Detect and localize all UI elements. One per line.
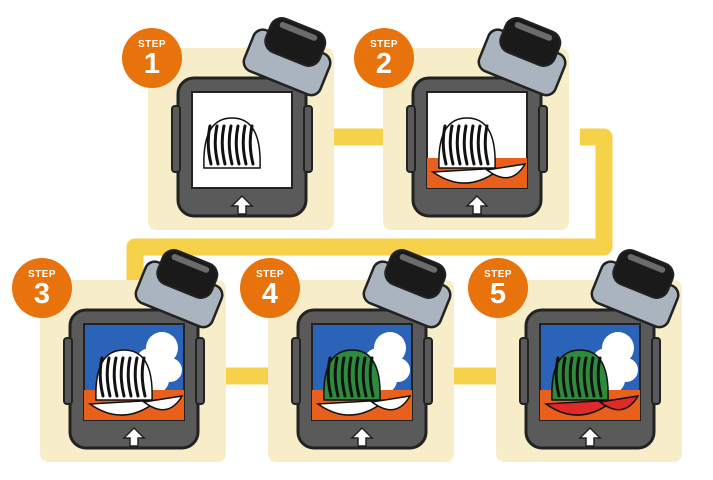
- step-5-right-grip: [651, 337, 661, 405]
- step-5-watermelon-stripe: [568, 356, 575, 398]
- step-2-watermelon-stripe: [469, 124, 476, 166]
- step-4-watermelon-stripe: [340, 356, 347, 398]
- step-3-camera: [134, 249, 224, 329]
- step-5-watermelon-stripe: [575, 356, 582, 398]
- step-3-watermelon-stripe: [119, 356, 126, 398]
- step-4-slice: [370, 395, 412, 411]
- step-5-camera-lens: [612, 249, 675, 299]
- step-4-watermelon-stripe: [347, 356, 354, 398]
- step-1-word: STEP: [137, 39, 167, 50]
- step-5-arrow-icon: [578, 426, 602, 447]
- step-3-watermelon: [95, 349, 153, 401]
- step-4-panel: [268, 249, 454, 462]
- step-1-watermelon-stripe: [248, 124, 255, 166]
- step-4-watermelon-stripe: [368, 356, 375, 398]
- step-4-watermelon-stripe: [333, 356, 340, 398]
- step-5-camera-highlight: [627, 254, 666, 273]
- step-4-camera-highlight: [399, 254, 438, 273]
- step-5-badge: STEP 5: [468, 258, 528, 318]
- step-2-badge: STEP 2: [354, 28, 414, 88]
- step-4-watermelon-stripe: [354, 356, 361, 398]
- step-1-watermelon-stripe: [206, 124, 213, 166]
- step-2-slice: [485, 163, 527, 179]
- step-4-watermelon: [323, 349, 381, 401]
- step-4-arrow-icon: [350, 426, 374, 447]
- step-2-watermelon-stripe: [455, 124, 462, 166]
- step-4-badge: STEP 4: [240, 258, 300, 318]
- step-5-panel: [496, 249, 682, 462]
- step-5-watermelon-stripe: [596, 356, 603, 398]
- step-2-panel: [383, 17, 569, 230]
- step-2-camera: [477, 17, 567, 97]
- step-5-slice: [598, 395, 640, 411]
- step-3-camera-lens: [156, 249, 219, 299]
- step-4-right-grip: [423, 337, 433, 405]
- step-4-word: STEP: [255, 269, 285, 280]
- step-1-watermelon-stripe: [220, 124, 227, 166]
- step-4-number: 4: [261, 278, 279, 310]
- step-5-watermelon: [551, 349, 609, 401]
- step-2-camera-lens: [499, 17, 562, 67]
- step-3-watermelon-stripe: [126, 356, 133, 398]
- step-3-panel: [40, 249, 226, 462]
- step-3-number: 3: [33, 278, 51, 310]
- step-5-watermelon-stripe: [589, 356, 596, 398]
- step-panels: [40, 17, 682, 462]
- step-5-watermelon-stripe: [582, 356, 589, 398]
- connector-2-3: [126, 128, 613, 282]
- step-5-watermelon-stripe: [561, 356, 568, 398]
- step-5-watermelon-stripe: [554, 356, 561, 398]
- step-3-left-grip: [63, 337, 73, 405]
- step-3-slice: [142, 395, 184, 411]
- step-3-badge: STEP 3: [12, 258, 72, 318]
- step-5-word: STEP: [483, 269, 513, 280]
- step-3-camera-highlight: [171, 254, 210, 273]
- step-1-badge: STEP 1: [122, 28, 182, 88]
- step-1-watermelon-stripe: [227, 124, 234, 166]
- step-4-watermelon-stripe: [326, 356, 333, 398]
- step-3-watermelon-stripe: [98, 356, 105, 398]
- step-2-watermelon-stripe: [448, 124, 455, 166]
- step-1-camera-lens: [264, 17, 327, 67]
- step-3-watermelon-stripe: [133, 356, 140, 398]
- step-2-left-grip: [406, 105, 416, 173]
- step-2-watermelon-stripe: [441, 124, 448, 166]
- step-3-word: STEP: [27, 269, 57, 280]
- step-4-camera: [362, 249, 452, 329]
- step-4-left-grip: [291, 337, 301, 405]
- step-4-camera-lens: [384, 249, 447, 299]
- step-5-camera: [590, 249, 680, 329]
- step-5-left-grip: [519, 337, 529, 405]
- step-1-watermelon-stripe: [213, 124, 220, 166]
- step-2-watermelon-stripe: [462, 124, 469, 166]
- step-1-camera-highlight: [279, 22, 318, 41]
- step-3-watermelon-stripe: [105, 356, 112, 398]
- step-1-left-grip: [171, 105, 181, 173]
- step-1-right-grip: [303, 105, 313, 173]
- step-4-watermelon-stripe: [361, 356, 368, 398]
- step-1-watermelon: [203, 117, 261, 169]
- step-5-number: 5: [489, 278, 507, 310]
- step-1-panel: [148, 17, 334, 230]
- step-3-right-grip: [195, 337, 205, 405]
- step-1-number: 1: [143, 48, 161, 80]
- step-3-watermelon-stripe: [112, 356, 119, 398]
- step-2-watermelon-stripe: [476, 124, 483, 166]
- step-1-watermelon-stripe: [241, 124, 248, 166]
- step-2-right-grip: [538, 105, 548, 173]
- step-1-arrow-icon: [230, 194, 254, 215]
- step-3-arrow-icon: [122, 426, 146, 447]
- step-2-watermelon: [438, 117, 496, 169]
- step-1-camera: [242, 17, 332, 97]
- step-2-arrow-icon: [465, 194, 489, 215]
- step-1-watermelon-stripe: [234, 124, 241, 166]
- step-3-watermelon-stripe: [140, 356, 147, 398]
- step-2-camera-highlight: [514, 22, 553, 41]
- step-2-watermelon-stripe: [483, 124, 490, 166]
- step-2-word: STEP: [369, 39, 399, 50]
- step-2-number: 2: [375, 48, 393, 80]
